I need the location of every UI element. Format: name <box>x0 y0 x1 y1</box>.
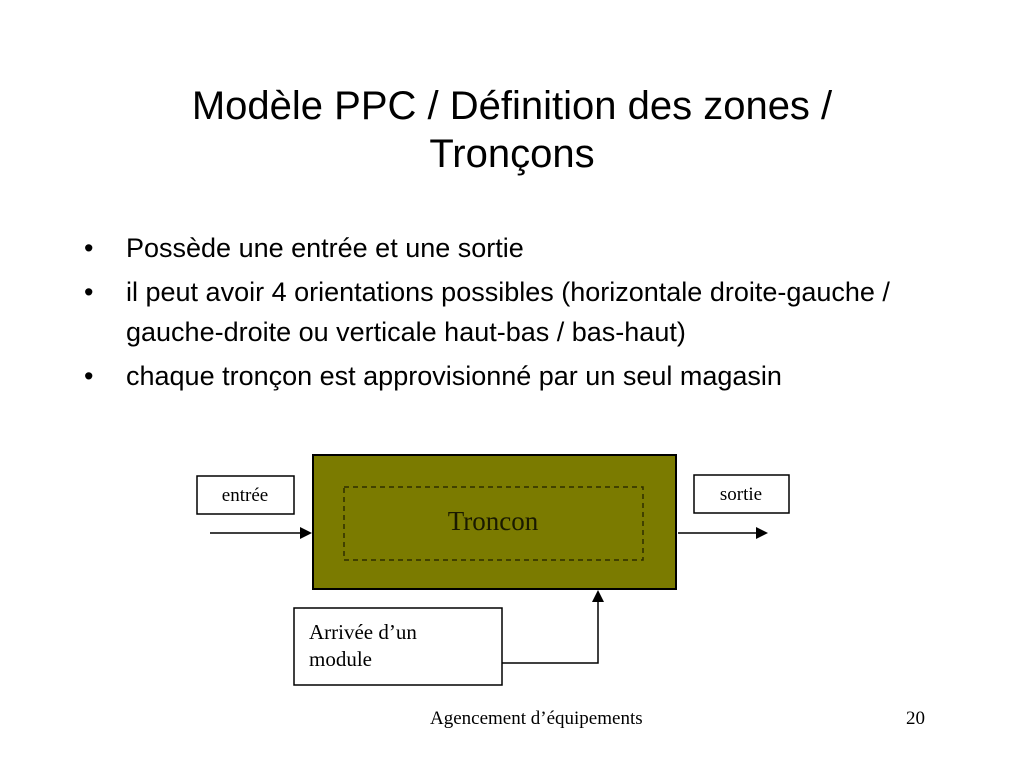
footer-title: Agencement d’équipements <box>430 708 643 729</box>
slide-title-line-2: Tronçons <box>429 132 595 176</box>
slide-title-line-1: Modèle PPC / Définition des zones / <box>191 84 833 128</box>
input-label: entrée <box>222 485 268 506</box>
bullet-item: • Possède une entrée et une sortie <box>84 228 944 268</box>
section-inner-dashed <box>343 486 644 561</box>
bullet-text: il peut avoir 4 orientations possibles (… <box>126 277 890 347</box>
slide-title: Modèle PPC / Définition des zones / Tron… <box>60 82 964 178</box>
bullet-glyph: • <box>84 361 94 391</box>
arrival-label-line-1: Arrivée d’un <box>309 620 417 644</box>
bullet-text: chaque tronçon est approvisionné par un … <box>126 361 782 391</box>
section-label: Troncon <box>448 506 539 536</box>
bullet-glyph: • <box>84 233 94 263</box>
output-label: sortie <box>720 484 762 505</box>
arrival-box <box>293 607 503 686</box>
bullet-item: • chaque tronçon est approvisionné par u… <box>84 356 944 396</box>
bullet-list: • Possède une entrée et une sortie • il … <box>84 228 944 400</box>
bullet-item: • il peut avoir 4 orientations possibles… <box>84 272 944 352</box>
bullet-text: Possède une entrée et une sortie <box>126 233 524 263</box>
arrival-label-line-2: module <box>309 647 372 671</box>
page-number: 20 <box>906 708 925 729</box>
bullet-glyph: • <box>84 277 94 307</box>
feed-arrow <box>502 590 604 664</box>
section-block <box>312 454 677 590</box>
input-box <box>196 475 295 515</box>
output-box <box>693 474 790 514</box>
